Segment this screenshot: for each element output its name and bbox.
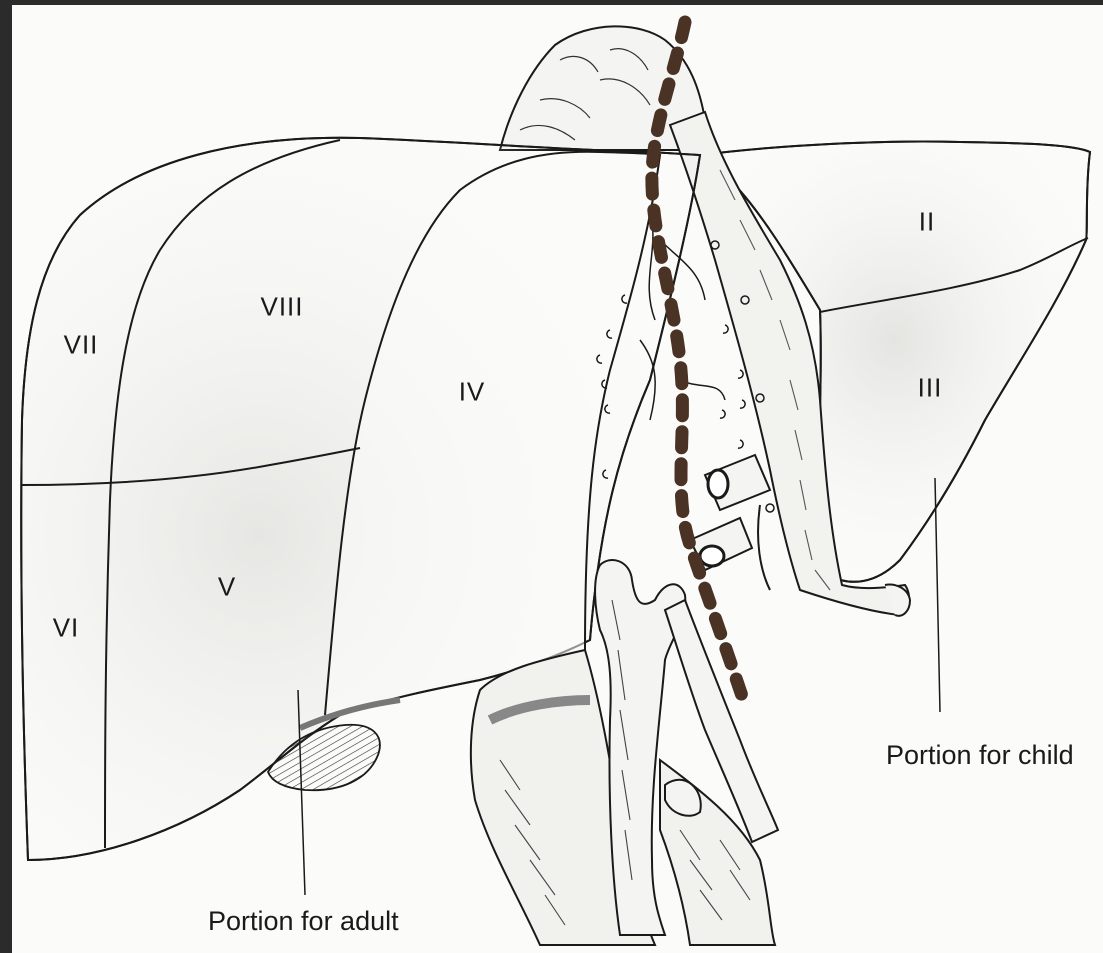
segment-label-vii: VII (64, 330, 99, 361)
segment-label-v: V (218, 572, 236, 603)
segment-label-ii: II (919, 207, 935, 238)
segment-label-viii: VIII (260, 292, 303, 323)
segment-label-iv: IV (459, 377, 486, 408)
child-leader-line (935, 478, 940, 712)
segment-label-vi: VI (53, 613, 80, 644)
caption-portion-for-child: Portion for child (886, 740, 1074, 771)
segment-label-iii: III (918, 373, 943, 404)
caption-portion-for-adult: Portion for adult (208, 906, 399, 937)
